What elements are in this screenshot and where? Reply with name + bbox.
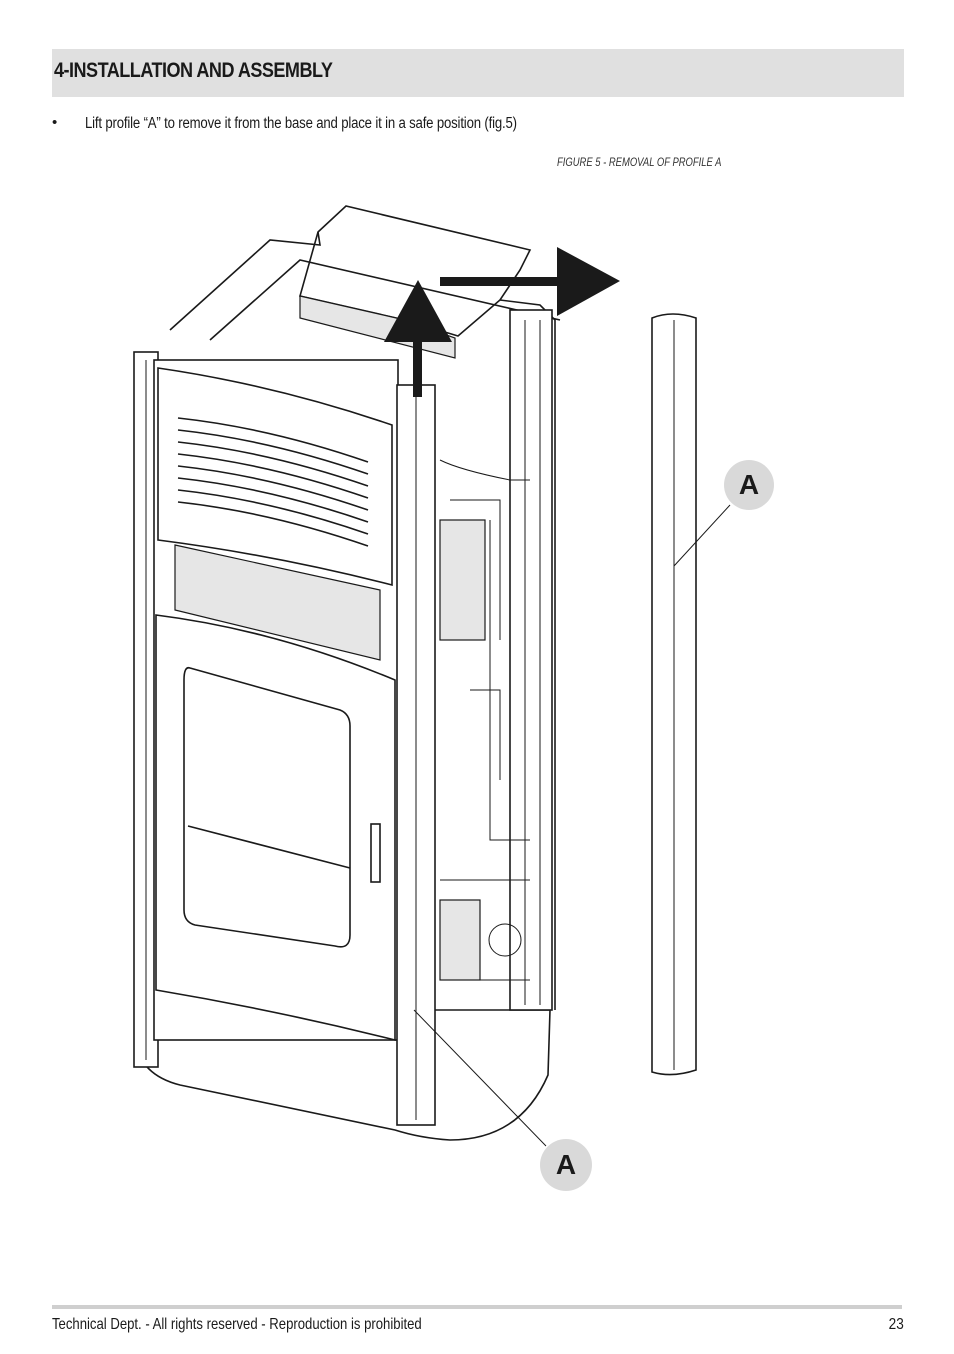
footer-divider [52,1305,902,1309]
grille-slats [177,417,369,547]
callout-leader [413,1009,547,1147]
base-plate [134,1009,551,1141]
rear-frame-post [509,309,553,1011]
firebox-opening [174,544,381,661]
stove-door [155,614,396,1042]
callout-label-a: A [540,1139,592,1191]
instruction-text: Lift profile “A” to remove it from the b… [85,115,517,132]
internal-piping [439,459,530,981]
section-header: 4-INSTALLATION AND ASSEMBLY [52,49,904,97]
lift-up-arrow [384,280,452,397]
internal-box [439,899,481,981]
footer-text: Technical Dept. - All rights reserved - … [52,1316,422,1333]
stove-drawing [133,205,731,1147]
callout-leader [673,504,731,567]
page-number: 23 [888,1316,904,1333]
grille-panel [157,367,393,587]
section-title: 4-INSTALLATION AND ASSEMBLY [54,59,333,82]
figure-caption: FIGURE 5 - REMOVAL OF PROFILE A [557,157,722,169]
door-glass [183,666,351,948]
door-handle-icon [370,823,381,883]
callout-label-a: A [724,460,774,510]
callout-letter: A [738,469,760,500]
stove-illustration: A A [0,180,954,1240]
callout-letter: A [555,1149,577,1180]
internal-box [439,519,486,641]
instruction-item: • Lift profile “A” to remove it from the… [52,114,912,138]
bullet-icon: • [52,114,58,131]
move-right-arrow [440,247,620,316]
